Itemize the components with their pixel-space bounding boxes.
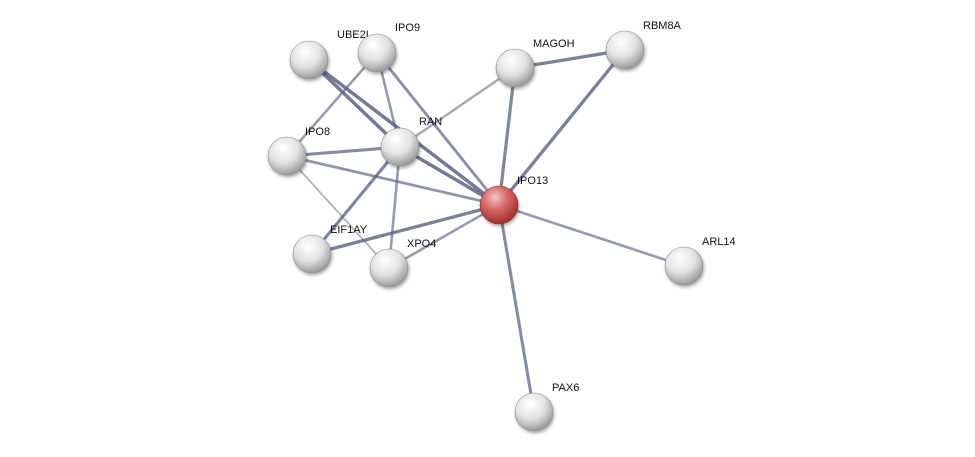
edge-ipo9-ipo13[interactable]	[375, 52, 501, 206]
node-sphere[interactable]	[289, 40, 329, 80]
edge-ipo8-ipo13[interactable]	[286, 154, 500, 207]
node-sphere[interactable]	[267, 136, 307, 176]
node-label: IPO13	[517, 175, 548, 187]
node-sphere[interactable]	[357, 33, 397, 73]
edge-ran-eif1ay[interactable]	[310, 145, 402, 256]
node-label: IPO9	[395, 22, 420, 34]
node-magoh[interactable]: MAGOH	[495, 38, 575, 88]
node-sphere[interactable]	[664, 246, 704, 286]
edge-pax6-ipo13[interactable]	[497, 204, 536, 413]
node-arl14[interactable]: ARL14	[664, 236, 736, 286]
node-eif1ay[interactable]: EIF1AY	[292, 224, 368, 274]
edge-ipo9-ipo8[interactable]	[286, 52, 378, 157]
node-label: EIF1AY	[330, 224, 368, 236]
edge-arl14-ipo13[interactable]	[498, 203, 685, 268]
node-ipo9[interactable]: IPO9	[357, 22, 420, 73]
node-ipo8[interactable]: IPO8	[267, 126, 330, 176]
edge-ran-xpo4[interactable]	[387, 146, 402, 269]
node-sphere[interactable]	[380, 127, 420, 167]
node-label: RAN	[419, 116, 442, 128]
node-label: IPO8	[305, 126, 330, 138]
node-sphere[interactable]	[292, 234, 332, 274]
node-rbm8a[interactable]: RBM8A	[605, 20, 682, 70]
node-label: XPO4	[407, 238, 436, 250]
node-sphere[interactable]	[495, 48, 535, 88]
edge-ube2i-ran[interactable]	[307, 58, 402, 149]
edge-eif1ay-ipo13[interactable]	[311, 203, 500, 256]
node-sphere[interactable]	[369, 248, 409, 288]
node-label: UBE2I	[337, 29, 369, 41]
node-ran[interactable]: RAN	[380, 116, 442, 167]
edge-rbm8a-ipo13[interactable]	[497, 48, 627, 207]
node-ube2i[interactable]: UBE2I	[289, 29, 369, 80]
node-label: RBM8A	[643, 20, 682, 32]
node-xpo4[interactable]: XPO4	[369, 238, 436, 288]
node-ipo13[interactable]: IPO13	[479, 175, 548, 225]
edge-magoh-ran[interactable]	[399, 67, 516, 148]
edge-ipo8-xpo4[interactable]	[286, 155, 390, 269]
node-sphere[interactable]	[514, 392, 554, 432]
edge-magoh-ipo13[interactable]	[497, 67, 517, 206]
node-label: PAX6	[552, 382, 579, 394]
node-sphere[interactable]	[605, 30, 645, 70]
node-label: ARL14	[702, 236, 736, 248]
node-sphere[interactable]	[479, 185, 519, 225]
node-pax6[interactable]: PAX6	[514, 382, 579, 432]
node-label: MAGOH	[533, 38, 575, 50]
edge-xpo4-ipo13[interactable]	[388, 203, 500, 270]
